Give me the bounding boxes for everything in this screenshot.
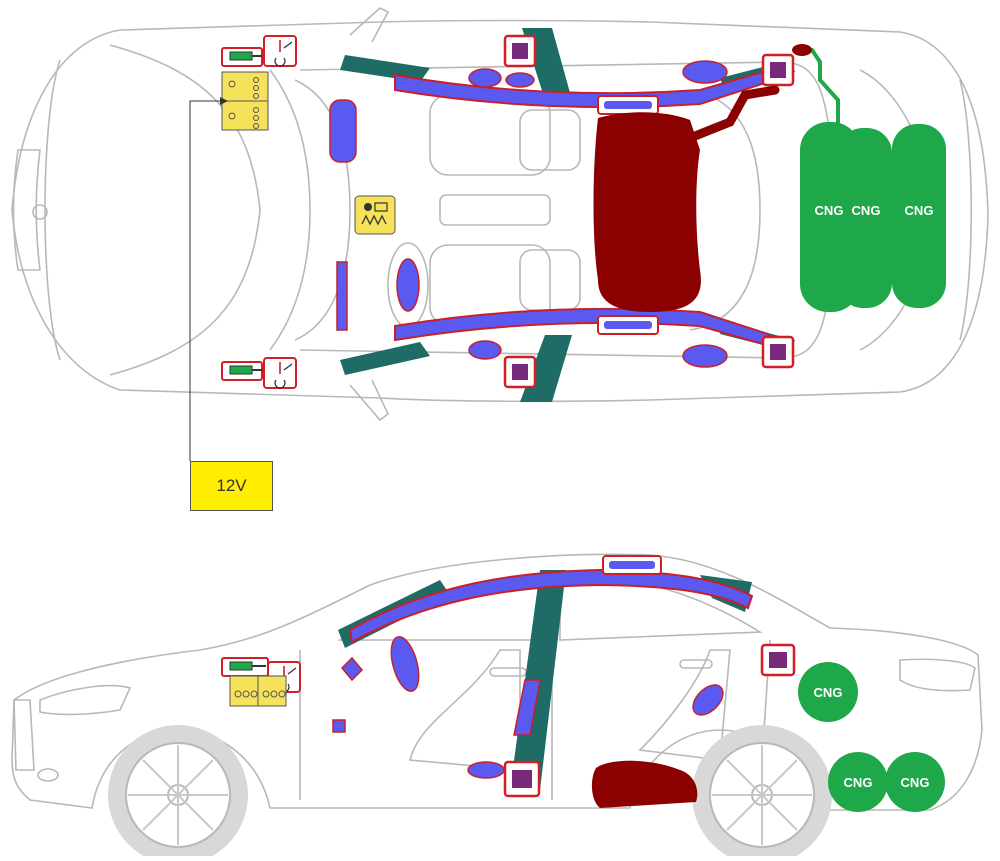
- side-airbag: [468, 68, 502, 88]
- leader-arrow: [220, 97, 228, 105]
- active-hood-actuator-top-left: [221, 35, 297, 67]
- fog-light: [37, 768, 59, 782]
- driver-airbag-side: [390, 636, 420, 692]
- mirror: [349, 7, 390, 43]
- filler-cap: [792, 44, 812, 56]
- center-console: [439, 194, 551, 226]
- active-hood-actuator-top-right: [221, 357, 297, 389]
- side-airbag: [468, 340, 502, 360]
- cng-filler-line: [799, 47, 840, 130]
- cng-tank: [838, 128, 892, 308]
- footwell-airbag-side: [332, 719, 346, 733]
- top-view-grille: [12, 149, 41, 271]
- top-view-emblem: [32, 204, 48, 220]
- top-view-body-outline: [11, 19, 989, 403]
- top-view-windshield: [294, 79, 351, 341]
- top-view-rear: [959, 79, 973, 341]
- curtain-airbag-top-right: [394, 307, 772, 348]
- curtain-airbag-side: [348, 568, 754, 644]
- seat-airbag-side: [467, 761, 505, 779]
- cng-label: CNG: [814, 685, 843, 700]
- inflator-cylinder: [609, 561, 655, 569]
- side-grille: [13, 699, 35, 771]
- cng-tank: [828, 752, 888, 812]
- front-wheel: [108, 725, 248, 861]
- door-handle: [489, 667, 527, 677]
- seat: [429, 94, 551, 176]
- cng-label: CNG: [852, 203, 881, 218]
- cng-tank: [798, 662, 858, 722]
- voltage-text: 12V: [216, 476, 247, 495]
- seat: [519, 109, 581, 171]
- cng-tank: [892, 124, 946, 308]
- fuel-tank-top: [593, 112, 701, 312]
- rear-side-airbag-side: [692, 684, 724, 716]
- side-airbag: [682, 344, 728, 368]
- driver-airbag: [396, 258, 420, 312]
- pretensioner-side-core: [512, 770, 532, 788]
- thorax-airbag-side: [513, 679, 541, 736]
- cng-label: CNG: [905, 203, 934, 218]
- fuel-tank-side: [591, 760, 698, 808]
- tail-light: [899, 658, 976, 692]
- cng-tanks-side: CNG CNG CNG: [798, 662, 945, 812]
- inflator-cylinder: [604, 321, 652, 329]
- battery-icon-side: [229, 675, 287, 707]
- cng-tank: [885, 752, 945, 812]
- battery-voltage-label: 12V: [190, 461, 273, 511]
- seat-side: [638, 649, 731, 761]
- cng-label: CNG: [901, 775, 930, 790]
- fuel-filler-pipe: [685, 85, 780, 143]
- cng-label: CNG: [844, 775, 873, 790]
- a-pillar-top-right: [340, 342, 430, 375]
- inflator-cylinder: [604, 101, 652, 109]
- pretensioner-side-core: [769, 652, 787, 668]
- a-pillar-top-left: [340, 55, 430, 82]
- mirror: [349, 379, 390, 422]
- cng-label: CNG: [815, 203, 844, 218]
- top-view-windshield: [269, 69, 311, 351]
- headlight: [39, 684, 132, 716]
- top-view-hood-line: [44, 59, 61, 361]
- rear-wheel: [692, 725, 832, 861]
- pretensioner-top: [503, 34, 795, 389]
- battery-leader-line: [189, 100, 220, 461]
- airbag-control-unit-icon: [354, 195, 396, 235]
- side-airbag: [505, 72, 535, 88]
- battery-icon: [221, 71, 269, 131]
- knee-airbag: [336, 261, 348, 331]
- knee-airbag-side: [340, 656, 364, 682]
- top-view-hood-line: [109, 44, 261, 376]
- cng-tanks-top: CNG CNG CNG: [800, 122, 946, 312]
- door-handle: [679, 659, 713, 669]
- side-airbag: [682, 60, 728, 84]
- passenger-airbag: [329, 99, 357, 163]
- seat-side: [408, 649, 521, 771]
